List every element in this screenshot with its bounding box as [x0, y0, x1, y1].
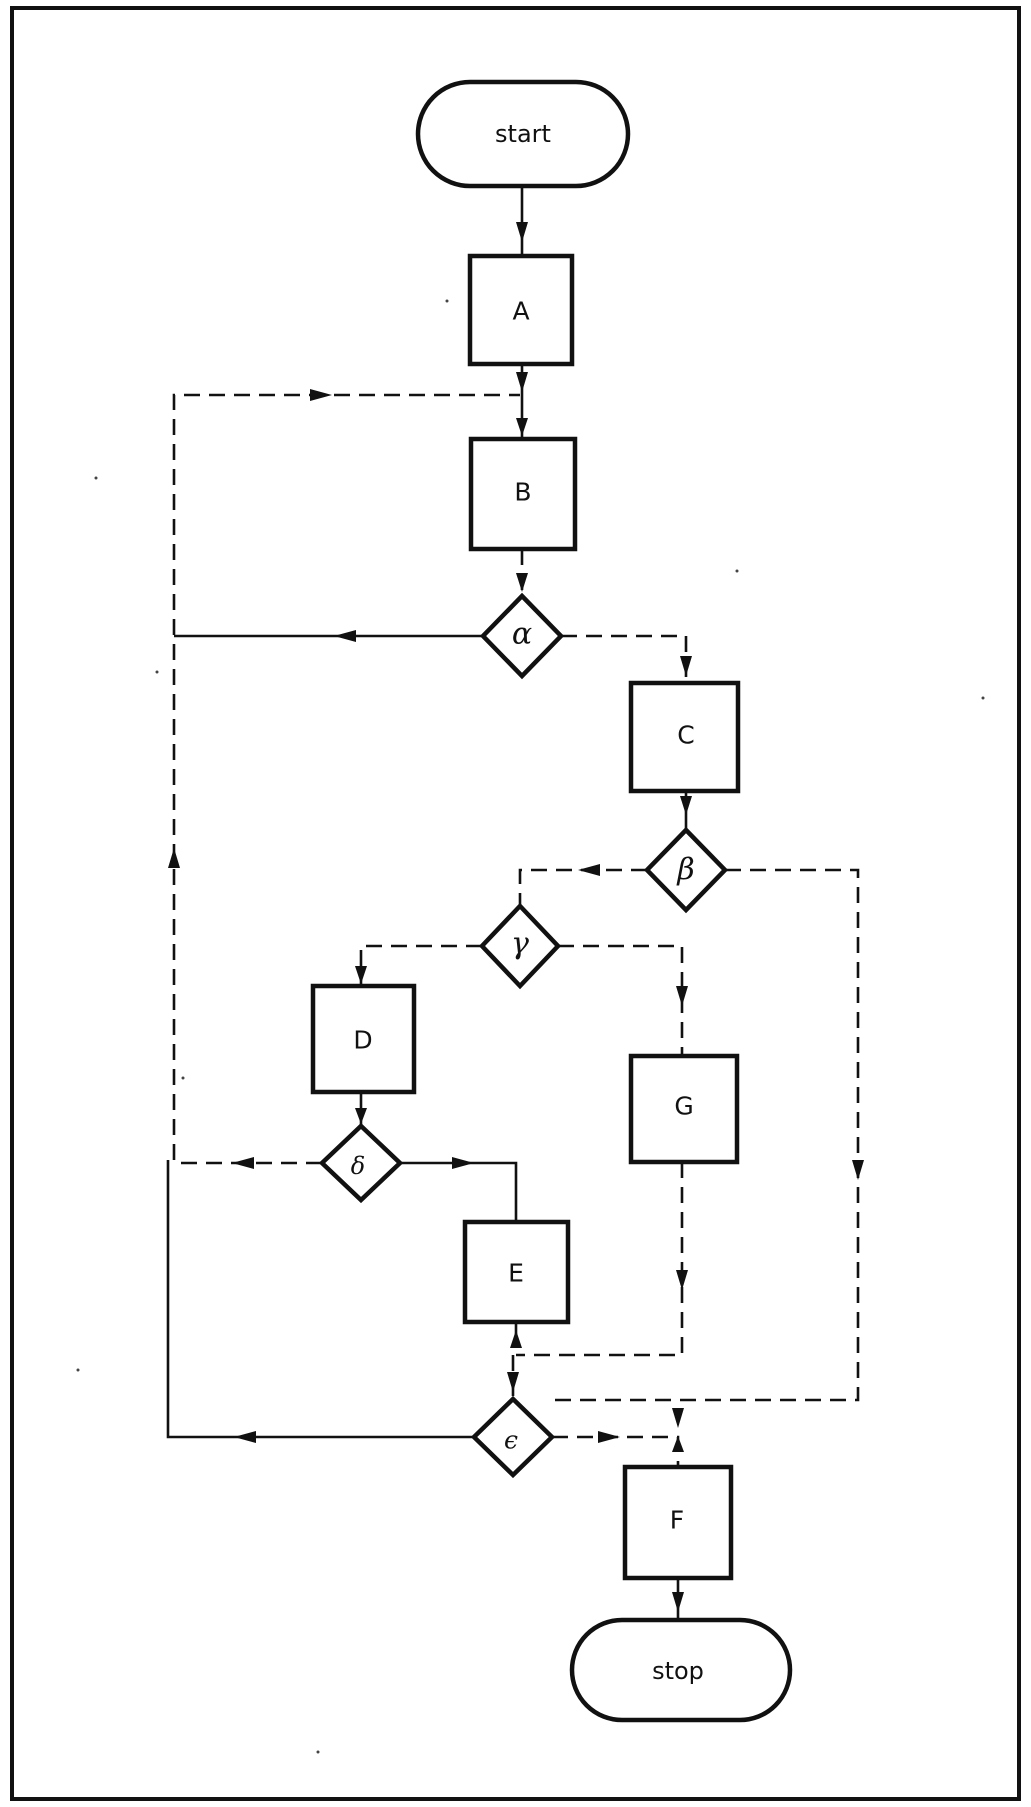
arrowhead-up	[510, 1330, 522, 1348]
decision-alpha: α	[479, 592, 565, 680]
arrowhead-down	[516, 372, 528, 392]
arrowhead-left	[232, 1157, 254, 1169]
arrowhead-down	[676, 986, 688, 1006]
connector-loop-return-to-b	[172, 393, 520, 1160]
arrowhead-right	[598, 1431, 620, 1443]
arrowhead-down	[852, 1160, 864, 1180]
decision-delta-label: δ	[351, 1152, 365, 1180]
connector-epsilon-to-left-loop	[166, 1160, 474, 1439]
arrowhead-down	[355, 1108, 367, 1124]
arrowheads	[168, 222, 864, 1612]
connector-delta-to-e	[400, 1161, 518, 1222]
arrowhead-up	[168, 848, 180, 868]
process-b: B	[468, 436, 578, 552]
arrowhead-down	[507, 1372, 519, 1392]
decision-alpha-label: α	[512, 617, 532, 652]
process-c-label: C	[677, 721, 694, 750]
decision-beta-label: β	[676, 853, 694, 888]
process-g: G	[628, 1053, 740, 1165]
arrowhead-down	[516, 418, 528, 436]
arrowhead-down	[672, 1408, 684, 1428]
decision-epsilon-label: ϵ	[504, 1426, 518, 1455]
connector-alpha-to-c	[561, 634, 688, 683]
diagram-frame	[10, 6, 1021, 1801]
arrowhead-down	[355, 966, 367, 984]
arrowhead-right	[310, 389, 332, 401]
arrowhead-down	[680, 796, 692, 815]
stop-label: stop	[652, 1657, 704, 1685]
process-c: C	[628, 680, 741, 794]
arrowhead-down	[516, 573, 528, 592]
start-label: start	[495, 120, 551, 148]
process-g-label: G	[674, 1092, 693, 1121]
connector-beta-to-gamma	[518, 868, 647, 906]
decision-gamma-label: γ	[511, 927, 529, 962]
process-b-label: B	[514, 478, 531, 507]
connector-epsilon-to-f	[552, 1435, 680, 1467]
decision-gamma: γ	[478, 902, 562, 990]
connector-gamma-to-g	[558, 944, 684, 1056]
arrowhead-down	[672, 1592, 684, 1612]
arrowhead-up	[672, 1436, 684, 1452]
process-d-label: D	[353, 1026, 372, 1055]
arrowhead-left	[578, 864, 600, 876]
arrowhead-down	[680, 656, 692, 676]
process-f-label: F	[670, 1506, 684, 1535]
connector-gamma-to-d	[359, 944, 482, 986]
arrowhead-right	[452, 1157, 474, 1169]
process-f: F	[622, 1464, 734, 1581]
start-terminal: start	[415, 79, 631, 189]
process-e-label: E	[508, 1259, 524, 1288]
connector-g-to-join	[516, 1162, 684, 1357]
arrowhead-left	[234, 1431, 256, 1443]
scan-specks	[76, 299, 985, 1754]
decision-delta: δ	[318, 1122, 404, 1204]
process-d: D	[310, 983, 417, 1095]
arrowhead-down	[516, 222, 528, 242]
process-a-label: A	[512, 297, 529, 326]
process-e: E	[462, 1219, 571, 1325]
arrowhead-left	[334, 630, 356, 642]
stop-terminal: stop	[569, 1617, 793, 1723]
arrowhead-down	[676, 1270, 688, 1290]
decision-epsilon: ϵ	[470, 1395, 556, 1479]
decision-beta: β	[643, 826, 729, 914]
process-a: A	[467, 253, 575, 367]
